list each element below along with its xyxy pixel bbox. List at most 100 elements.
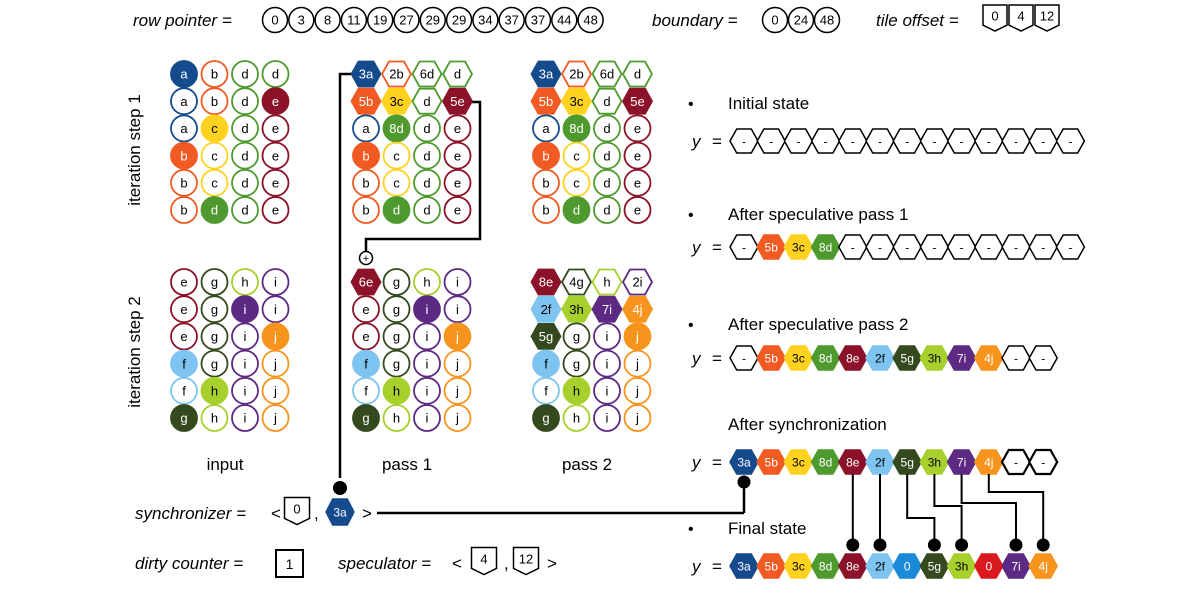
grid-cell-label: 3c [390, 94, 404, 109]
grid-cell-label: i [274, 275, 277, 290]
y-cell-label: 8e [846, 351, 860, 365]
boundary-label: boundary = [652, 11, 738, 30]
pentagon-box [470, 546, 498, 576]
state-title: Final state [728, 519, 806, 538]
grid-cell-label: g [542, 411, 549, 426]
y-cell-label: - [932, 240, 936, 254]
grid-cell-label: f [544, 383, 548, 398]
grid-circle [532, 196, 560, 224]
grid-circle [562, 404, 591, 432]
grid-cell-label: f [364, 383, 368, 398]
synchronizer-label: synchronizer = [135, 504, 246, 523]
grid-cell-label: c [393, 148, 400, 163]
grid-circle [170, 168, 198, 197]
pentagon-box [512, 546, 540, 576]
grid-hex [411, 87, 443, 115]
grid-cell-label: d [423, 203, 430, 218]
grid-cell-label: j [635, 329, 639, 344]
grid-cell-label: d [241, 148, 248, 163]
y-cell-label: - [742, 240, 746, 254]
value-text: 19 [373, 13, 387, 28]
grid-hex [530, 322, 562, 350]
synchronizer-dot [333, 481, 347, 495]
grid-circle [413, 196, 441, 224]
grid-circle [170, 349, 198, 378]
dirty-counter-label: dirty counter = [135, 554, 243, 573]
grid-cell-label: e [180, 275, 187, 290]
grid-cell-label: h [211, 411, 218, 426]
grid-hex [591, 87, 623, 115]
grid-cell-label: b [362, 203, 369, 218]
grid-circle [562, 141, 591, 170]
grid-cell-label: i [244, 356, 247, 371]
grid-hex [591, 60, 623, 88]
state-title: After speculative pass 1 [728, 205, 908, 224]
grid-circle [200, 141, 229, 170]
y-cell-label: - [987, 240, 991, 254]
grid-cell-label: i [244, 302, 247, 317]
grid-circle [261, 87, 290, 116]
svg-text:+: + [363, 253, 369, 265]
value-text: 8 [324, 13, 331, 28]
grid-circle [382, 404, 411, 432]
value-text: 12 [519, 552, 533, 567]
svg-text:<: < [452, 554, 462, 573]
grid-cell-label: d [423, 121, 430, 136]
value-circle [472, 6, 499, 34]
grid-cell-label: h [241, 275, 248, 290]
grid-cell-label: j [635, 356, 639, 371]
pass2-label: pass 2 [562, 455, 612, 474]
grid-circle [382, 376, 411, 405]
grid-cell-label: g [180, 411, 187, 426]
grid-cell-label: e [272, 203, 279, 218]
y-cell-label: - [1041, 134, 1045, 148]
grid-cell-label: i [426, 383, 429, 398]
grid-cell-label: b [362, 148, 369, 163]
grid-circle [170, 60, 198, 88]
grid-cell-label: c [211, 121, 218, 136]
grid-cell-label: g [211, 329, 218, 344]
grid-circle [562, 168, 591, 197]
grid-cell-label: 3a [539, 67, 554, 82]
grid-circle [443, 376, 472, 405]
grid-circle [231, 376, 259, 405]
grid-hex [621, 87, 654, 115]
value-text: 37 [504, 13, 518, 28]
grid-cell-label: 2i [632, 275, 642, 290]
grid-cell-label: g [211, 302, 218, 317]
y-cell-label: - [1014, 240, 1018, 254]
value-text: 0 [991, 9, 998, 24]
speculator-label: speculator = [338, 554, 431, 573]
grid-cell-label: 2f [541, 302, 552, 317]
grid-cell-label: i [606, 383, 609, 398]
y-cell-label: - [905, 134, 909, 148]
value-text: 34 [478, 13, 492, 28]
grid-cell-label: e [272, 94, 279, 109]
grid-cell-label: d [603, 175, 610, 190]
y-cell-label: 3c [792, 455, 805, 469]
grid-hex [560, 295, 593, 323]
value-circle [340, 6, 368, 34]
grid-circle [593, 168, 621, 197]
y-cell-label: - [742, 351, 746, 365]
grid-circle [261, 168, 290, 197]
grid-cell-label: d [272, 67, 279, 82]
grid-cell-label: i [274, 302, 277, 317]
grid-cell-label: d [423, 175, 430, 190]
value-circle [419, 6, 447, 34]
grid-circle [200, 87, 229, 116]
value-circle [498, 6, 525, 34]
grid-cell-label: 5e [450, 94, 464, 109]
y-cell-label: - [851, 134, 855, 148]
dirty-counter-box [275, 549, 304, 578]
grid-circle [562, 196, 591, 224]
grid-circle [532, 404, 560, 432]
tile-offset-label: tile offset = [876, 11, 959, 30]
grid-circle [352, 376, 380, 405]
grid-circle [623, 114, 652, 143]
y-cell-label: - [987, 134, 991, 148]
link-5e-to-6e [364, 100, 482, 252]
